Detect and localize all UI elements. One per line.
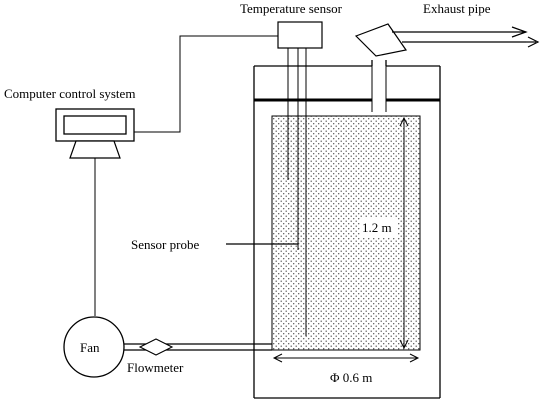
flowmeter xyxy=(138,338,174,356)
temperature-sensor-box xyxy=(277,21,323,49)
computer-to-sensor-cable xyxy=(134,35,278,133)
temperature-sensor-label: Temperature sensor xyxy=(240,1,343,16)
diameter-label: Φ 0.6 m xyxy=(330,370,372,385)
computer-control-system-label: Computer control system xyxy=(4,86,135,101)
exhaust-pipe-label: Exhaust pipe xyxy=(423,1,491,16)
height-label: 1.2 m xyxy=(362,220,392,235)
exhaust-pipe xyxy=(354,23,540,57)
fan xyxy=(63,316,125,378)
computer-stand xyxy=(69,140,121,159)
fan-label: Fan xyxy=(80,340,100,355)
exhaust-arrow-icon xyxy=(511,26,528,38)
sensor-probe-label: Sensor probe xyxy=(131,237,199,252)
exhaust-hood xyxy=(354,23,408,57)
temperature-sensor xyxy=(277,21,323,336)
flowmeter-label: Flowmeter xyxy=(127,360,184,375)
diameter-dimension xyxy=(272,353,420,363)
height-dimension xyxy=(399,116,409,350)
computer-screen xyxy=(63,115,127,135)
computer xyxy=(55,108,135,159)
